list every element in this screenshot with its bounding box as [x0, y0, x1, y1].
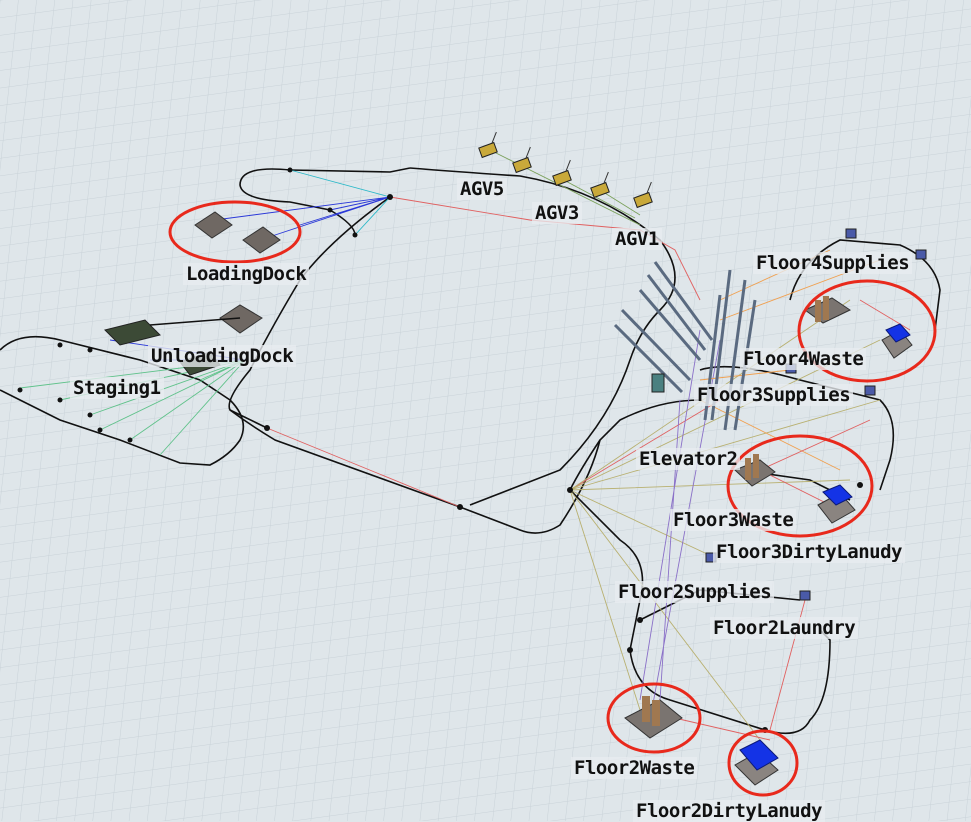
laundry-bins[interactable] [734, 323, 913, 786]
floor3-supplies-label: Floor3Supplies [694, 384, 854, 406]
agv1-label: AGV1 [612, 228, 662, 250]
agv3-label: AGV3 [532, 202, 582, 224]
highlight-circles [168, 200, 937, 797]
floor4-waste-label: Floor4Waste [740, 348, 867, 370]
agv5-label: AGV5 [457, 178, 507, 200]
agv-icon [512, 146, 532, 174]
elevator-label: Elevator2 [636, 448, 741, 470]
floor2-waste-label: Floor2Waste [571, 757, 698, 779]
unloading-dock-label: UnloadingDock [148, 345, 297, 367]
floor3-dirty-laundry-label: Floor3DirtyLanudy [713, 541, 905, 563]
agv-icon [552, 159, 572, 187]
agv-icon [590, 171, 610, 199]
floor2-laundry-label: Floor2Laundry [710, 617, 859, 639]
loading-dock-label: LoadingDock [183, 263, 310, 285]
agv-fleet[interactable] [476, 131, 658, 209]
floor2-dirty-laundry-label: Floor2DirtyLanudy [633, 800, 825, 822]
waste-bins[interactable] [624, 296, 852, 739]
agv-icon [478, 131, 498, 159]
connector-lines [19, 149, 911, 741]
loading-dock-objects[interactable] [194, 211, 281, 254]
path-nodes [17, 167, 863, 733]
staging1-label: Staging1 [70, 377, 164, 399]
agv-icon [633, 181, 653, 209]
floor4-supplies-label: Floor4Supplies [753, 252, 913, 274]
floor2-supplies-label: Floor2Supplies [615, 581, 775, 603]
floor3-waste-label: Floor3Waste [670, 509, 797, 531]
